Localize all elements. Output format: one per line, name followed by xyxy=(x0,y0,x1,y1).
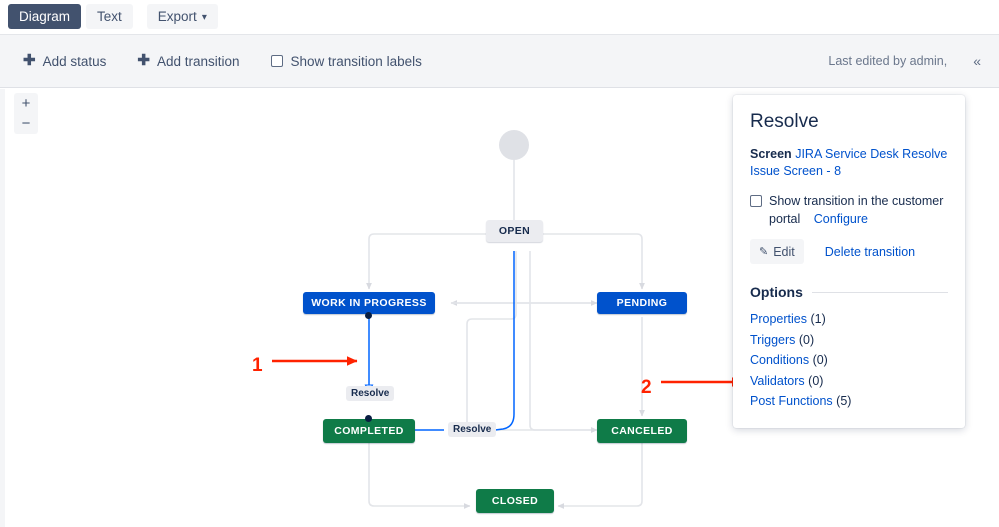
screen-link[interactable]: JIRA Service Desk Resolve Issue Screen -… xyxy=(750,147,948,178)
node-canceled[interactable]: CANCELED xyxy=(597,419,687,443)
workflow-toolbar: ✚ Add status ✚ Add transition Show trans… xyxy=(0,34,999,88)
options-header: Options xyxy=(750,284,948,300)
option-post-functions-count: (5) xyxy=(836,394,852,408)
annotation-number-1: 1 xyxy=(252,355,263,376)
node-work-in-progress[interactable]: WORK IN PROGRESS xyxy=(303,292,435,314)
option-post-functions-link[interactable]: Post Functions xyxy=(750,394,833,408)
pencil-icon: ✎ xyxy=(759,246,769,258)
edge-label-resolve-wip[interactable]: Resolve xyxy=(346,386,395,401)
option-properties-count: (1) xyxy=(810,312,826,326)
checkbox-icon xyxy=(750,195,762,207)
portal-row: portal Configure xyxy=(769,212,948,226)
divider xyxy=(811,291,948,293)
show-transition-labels-checkbox[interactable]: Show transition labels xyxy=(270,53,422,69)
option-conditions-count: (0) xyxy=(812,353,828,367)
export-dropdown-button[interactable]: Export ▾ xyxy=(146,4,218,29)
portal-label: portal xyxy=(769,212,801,226)
zoom-out-button[interactable]: − xyxy=(21,115,31,133)
transition-handle-source[interactable] xyxy=(365,312,372,319)
last-edited-text: Last edited by admin, xyxy=(828,54,948,68)
edit-label: Edit xyxy=(773,244,795,259)
export-label: Export xyxy=(157,9,197,24)
checkbox-icon xyxy=(270,55,283,67)
delete-transition-link[interactable]: Delete transition xyxy=(824,244,916,259)
option-properties: Properties (1) xyxy=(750,309,948,330)
screen-label: Screen xyxy=(750,147,792,161)
option-properties-link[interactable]: Properties xyxy=(750,312,807,326)
plus-icon: ✚ xyxy=(23,51,36,69)
option-validators-link[interactable]: Validators xyxy=(750,373,805,388)
node-completed[interactable]: COMPLETED xyxy=(323,419,415,443)
add-transition-label: Add transition xyxy=(156,53,240,69)
add-status-label: Add status xyxy=(42,53,107,69)
edge-label-resolve-open[interactable]: Resolve xyxy=(448,422,497,437)
annotation-number-2: 2 xyxy=(641,377,652,398)
panel-title: Resolve xyxy=(750,111,819,132)
option-validators: Validators (0) xyxy=(750,371,948,392)
show-transition-labels-label: Show transition labels xyxy=(290,53,422,69)
option-triggers: Triggers (0) xyxy=(750,330,948,351)
zoom-controls: + − xyxy=(14,93,38,134)
tab-text[interactable]: Text xyxy=(86,4,133,29)
chevron-up-icon[interactable]: « xyxy=(973,53,981,69)
annotation-arrows xyxy=(272,356,743,387)
node-pending[interactable]: PENDING xyxy=(597,292,687,314)
options-title: Options xyxy=(750,284,803,300)
node-start[interactable] xyxy=(499,130,529,160)
add-transition-button[interactable]: ✚ Add transition xyxy=(137,51,240,69)
transition-details-panel: Resolve Screen JIRA Service Desk Resolve… xyxy=(733,95,965,428)
option-conditions: Conditions (0) xyxy=(750,350,948,371)
edit-button[interactable]: ✎ Edit xyxy=(750,239,804,264)
add-status-button[interactable]: ✚ Add status xyxy=(23,51,107,69)
panel-screen-row: Screen JIRA Service Desk Resolve Issue S… xyxy=(750,146,948,180)
configure-link[interactable]: Configure xyxy=(813,212,868,226)
toolbar-right: Last edited by admin, « xyxy=(828,53,981,69)
panel-action-row: ✎ Edit Delete transition xyxy=(750,239,948,264)
node-open[interactable]: OPEN xyxy=(486,220,543,242)
option-conditions-link[interactable]: Conditions xyxy=(750,353,810,367)
tab-diagram[interactable]: Diagram xyxy=(8,4,82,29)
node-closed[interactable]: CLOSED xyxy=(476,489,554,513)
option-triggers-link[interactable]: Triggers xyxy=(750,332,796,347)
option-validators-count: (0) xyxy=(808,373,824,388)
option-post-functions: Post Functions (5) xyxy=(750,391,948,412)
transition-handle-target[interactable] xyxy=(365,415,372,422)
canvas-left-gutter xyxy=(0,89,5,527)
show-in-portal-label: Show transition in the customer xyxy=(769,194,944,208)
chevron-down-icon: ▾ xyxy=(201,11,207,23)
view-tabbar: Diagram Text Export ▾ xyxy=(0,0,999,33)
zoom-in-button[interactable]: + xyxy=(21,94,31,112)
option-triggers-count: (0) xyxy=(798,332,815,347)
show-in-portal-checkbox[interactable]: Show transition in the customer xyxy=(750,193,948,210)
plus-icon: ✚ xyxy=(137,51,150,69)
